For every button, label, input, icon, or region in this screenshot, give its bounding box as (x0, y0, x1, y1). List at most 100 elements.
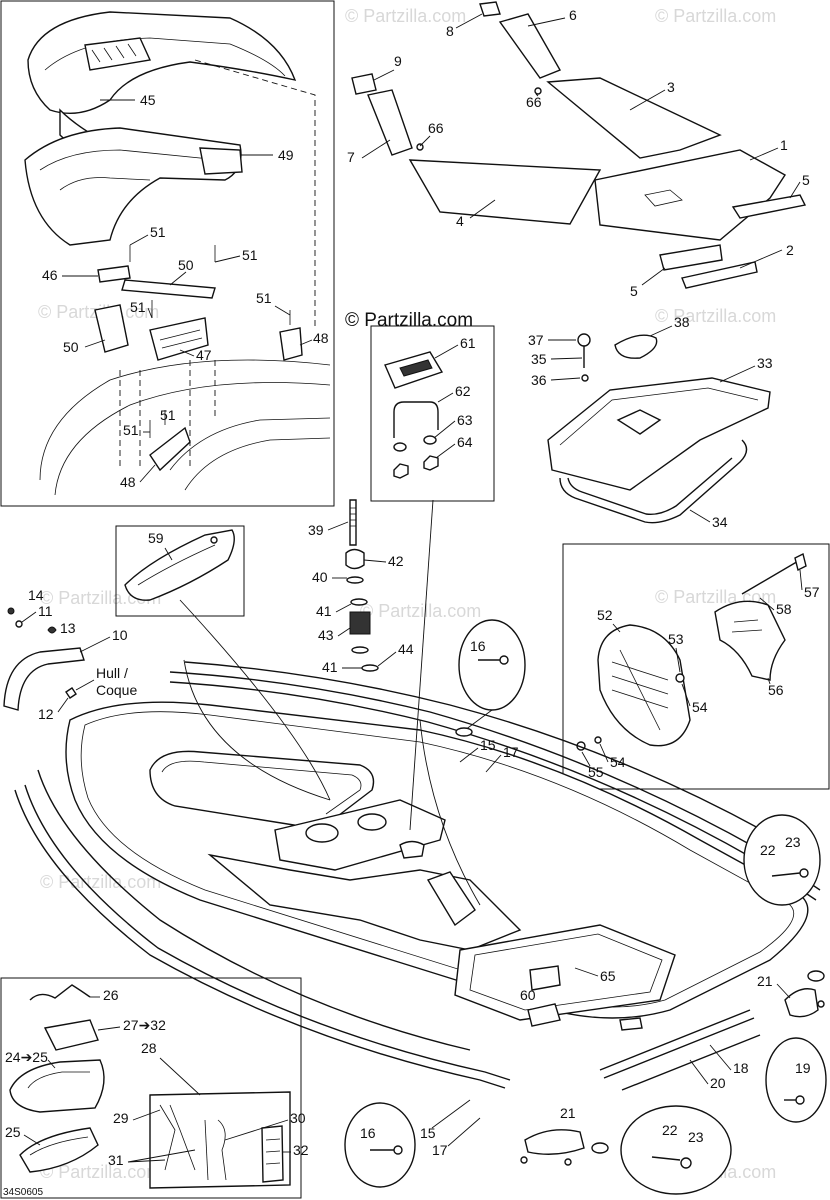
detail-bubble-22-bottom (591, 1105, 732, 1195)
mount-callouts: 39 42 40 41 43 44 41 (308, 521, 414, 675)
callout-26: 26 (103, 987, 119, 1003)
callout-51: 51 (160, 407, 176, 423)
callout-5: 5 (802, 172, 810, 188)
callout-43: 43 (318, 627, 334, 643)
callout-23: 23 (688, 1129, 704, 1145)
callout-32: 32 (293, 1142, 309, 1158)
callout-14: 14 (28, 587, 44, 603)
callout-37: 37 (528, 332, 544, 348)
callout-34: 34 (712, 514, 728, 530)
watermark: © Partzilla.com (40, 1162, 161, 1182)
callout-42: 42 (388, 553, 404, 569)
callout-64: 64 (457, 434, 473, 450)
callout-48: 48 (120, 474, 136, 490)
callout-12: 12 (38, 706, 54, 722)
mount-stack (345, 499, 379, 672)
hull-label-line1: Hull / (96, 665, 128, 681)
grab-handle-detail-frame (562, 543, 830, 790)
handle-parts (384, 351, 444, 479)
seat-detail-frame (0, 0, 335, 507)
callout-59: 59 (148, 530, 164, 546)
handle-callouts: 61 62 63 64 (433, 335, 476, 459)
callout-50: 50 (63, 339, 79, 355)
callout-17: 17 (503, 744, 519, 760)
callout-19: 19 (795, 1060, 811, 1076)
callout-30: 30 (290, 1110, 306, 1126)
callout-51: 51 (242, 247, 258, 263)
callout-38: 38 (674, 314, 690, 330)
figure-code: 34S0605 (3, 1187, 43, 1198)
callout-29: 29 (113, 1110, 129, 1126)
tool-kit-frame (0, 977, 302, 1199)
brand-label: © Partzilla.com (345, 310, 473, 331)
callout-1: 1 (780, 137, 788, 153)
callout-15: 15 (480, 737, 496, 753)
detail-bubble-22-right (743, 814, 821, 906)
callout-16: 16 (470, 638, 486, 654)
callout-65: 65 (600, 968, 616, 984)
bracket-detail-frame (115, 525, 245, 617)
hatch-cover (547, 333, 771, 524)
callout-6: 6 (569, 7, 577, 23)
tool-kit-parts (9, 984, 291, 1189)
callout-60: 60 (520, 987, 536, 1003)
callout-16: 16 (360, 1125, 376, 1141)
hull-label-line2: Coque (96, 682, 137, 698)
callout-56: 56 (768, 682, 784, 698)
callout-51: 51 (150, 224, 166, 240)
mat-callouts: 8 6 9 3 66 66 7 1 5 4 2 5 (347, 7, 810, 299)
watermark: © Partzilla.com (360, 601, 481, 621)
callout-58: 58 (776, 601, 792, 617)
callout-46: 46 (42, 267, 58, 283)
callout-21: 21 (757, 973, 773, 989)
callout-52: 52 (597, 607, 613, 623)
detail-bubble-16-bottom (344, 1102, 416, 1188)
callout-18: 18 (733, 1060, 749, 1076)
callout-39: 39 (308, 522, 324, 538)
part-21-right (784, 970, 825, 1018)
watermark: © Partzilla.com (655, 306, 776, 326)
callout-57: 57 (804, 584, 820, 600)
callout-49: 49 (278, 147, 294, 163)
grab-handle-parts (576, 552, 807, 751)
callout-8: 8 (446, 23, 454, 39)
bumper-parts (3, 607, 85, 711)
callout-47: 47 (196, 347, 212, 363)
watermark: © Partzilla.com (345, 6, 466, 26)
callout-45: 45 (140, 92, 156, 108)
watermark: © Partzilla.com (655, 6, 776, 26)
callout-28: 28 (141, 1040, 157, 1056)
callout-4: 4 (456, 213, 464, 229)
callout-44: 44 (398, 641, 414, 657)
callout-27-to-32: 27➔32 (123, 1017, 166, 1033)
callout-36: 36 (531, 372, 547, 388)
bumper-callouts: 14 11 13 10 Hull / Coque 12 (21, 587, 137, 722)
callout-35: 35 (531, 351, 547, 367)
callout-17: 17 (432, 1142, 448, 1158)
callout-3: 3 (667, 79, 675, 95)
callout-33: 33 (757, 355, 773, 371)
handle-detail-frame (370, 325, 495, 502)
callout-13: 13 (60, 620, 76, 636)
callout-22: 22 (662, 1122, 678, 1138)
callout-66: 66 (526, 94, 542, 110)
callout-9: 9 (394, 53, 402, 69)
callout-2: 2 (786, 242, 794, 258)
callout-25: 25 (5, 1124, 21, 1140)
callout-5: 5 (630, 283, 638, 299)
part-59 (124, 529, 235, 601)
callout-15: 15 (420, 1125, 436, 1141)
callout-62: 62 (455, 383, 471, 399)
seat-callouts: 45 49 51 51 50 46 51 51 50 47 48 51 51 4… (42, 92, 329, 490)
deck-mats (351, 1, 807, 289)
callout-7: 7 (347, 149, 355, 165)
callout-11: 11 (38, 603, 53, 619)
callout-10: 10 (112, 627, 128, 643)
callout-22: 22 (760, 842, 776, 858)
callout-41: 41 (322, 659, 338, 675)
seat-assembly (24, 11, 331, 496)
hatch-callouts: 37 38 35 36 33 34 (528, 314, 773, 530)
callout-23: 23 (785, 834, 801, 850)
part-21-bottom (520, 1129, 585, 1166)
